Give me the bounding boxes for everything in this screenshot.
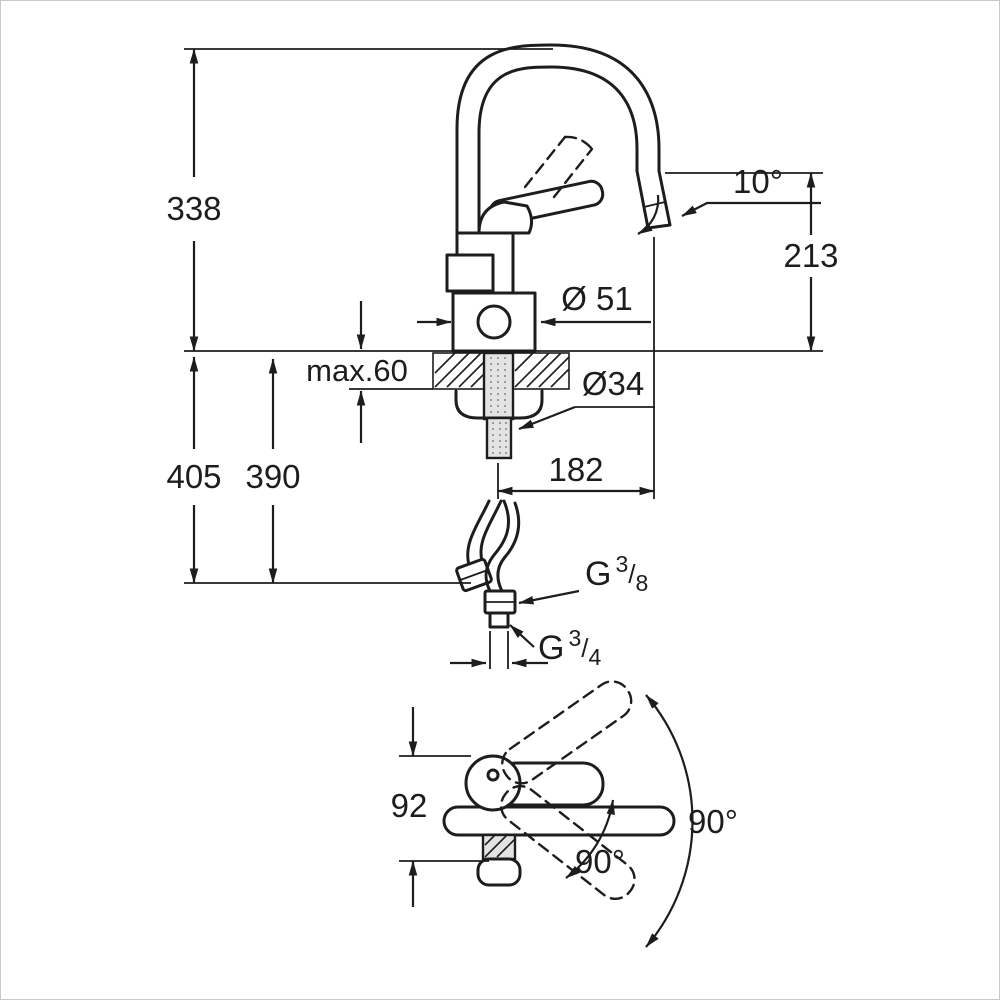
plan-shank-hatch-lines	[484, 834, 516, 858]
dim-handle-swivel-label: 90°	[575, 843, 625, 880]
dimension-graphics	[184, 48, 823, 669]
dim-hole-diameter-label: Ø34	[582, 365, 644, 402]
dim-max-counter-label: max.60	[306, 353, 408, 388]
dim-overall-height-label: 338	[166, 190, 221, 227]
dim-spout-angle-label: 10°	[733, 163, 783, 200]
aerator-line	[643, 201, 666, 208]
dim-hose-length-label: 390	[245, 458, 300, 495]
counter-section-right	[512, 352, 570, 390]
plan-view: 92 90° 90°	[391, 680, 738, 948]
side-view: 338 10° 213 Ø 51 max.60 Ø34 405 390 182 …	[166, 43, 839, 670]
hose-left-line1	[466, 499, 491, 567]
hose-right-line1	[484, 499, 510, 593]
hatch-lines-left	[434, 352, 485, 388]
hatch-lines-right	[514, 352, 570, 388]
mounting-hardware	[454, 351, 544, 460]
plan-handle-hub	[464, 754, 522, 812]
dimension-labels: 338 10° 213 Ø 51 max.60 Ø34 405 390 182 …	[166, 163, 838, 670]
plan-connector-block	[476, 857, 522, 887]
hose-left-line2	[479, 499, 503, 563]
lever-pivot-dome	[477, 200, 534, 235]
plan-handle-dot	[486, 768, 500, 782]
handle-swivel-arc	[565, 799, 615, 879]
dim-spout-swivel-label: 90°	[688, 803, 738, 840]
hose-right-line2	[496, 501, 521, 593]
base-circle-detail	[476, 304, 512, 340]
dim-projection-label: 182	[548, 451, 603, 488]
dim-outlet-height-label: 213	[783, 237, 838, 274]
spout-inner-curve	[477, 65, 639, 257]
body-side-block	[445, 253, 495, 293]
spout-outer-curve	[455, 43, 661, 257]
dim-below-height-label: 405	[166, 458, 221, 495]
threaded-rod	[485, 416, 513, 460]
dim-body-depth-label: 92	[391, 787, 428, 824]
plan-faucet	[442, 680, 676, 901]
plan-dimension-graphics	[399, 694, 694, 948]
threaded-shank	[482, 351, 515, 421]
lever-raised-dashed	[523, 135, 594, 199]
spout-swivel-arc	[645, 694, 694, 948]
angle-arc-arrow	[637, 194, 660, 235]
plan-dimension-labels: 92 90° 90°	[391, 787, 738, 880]
supply-hoses	[455, 499, 521, 629]
hose-right-connector	[483, 589, 517, 629]
plan-spout	[442, 805, 676, 837]
faucet-outline	[445, 43, 672, 353]
angle-leader	[681, 201, 821, 217]
dim-base-diameter-label: Ø 51	[561, 280, 633, 317]
spout-outlet	[635, 169, 672, 230]
countertop-section	[184, 350, 823, 390]
plan-lever-up-dashed	[501, 680, 633, 785]
